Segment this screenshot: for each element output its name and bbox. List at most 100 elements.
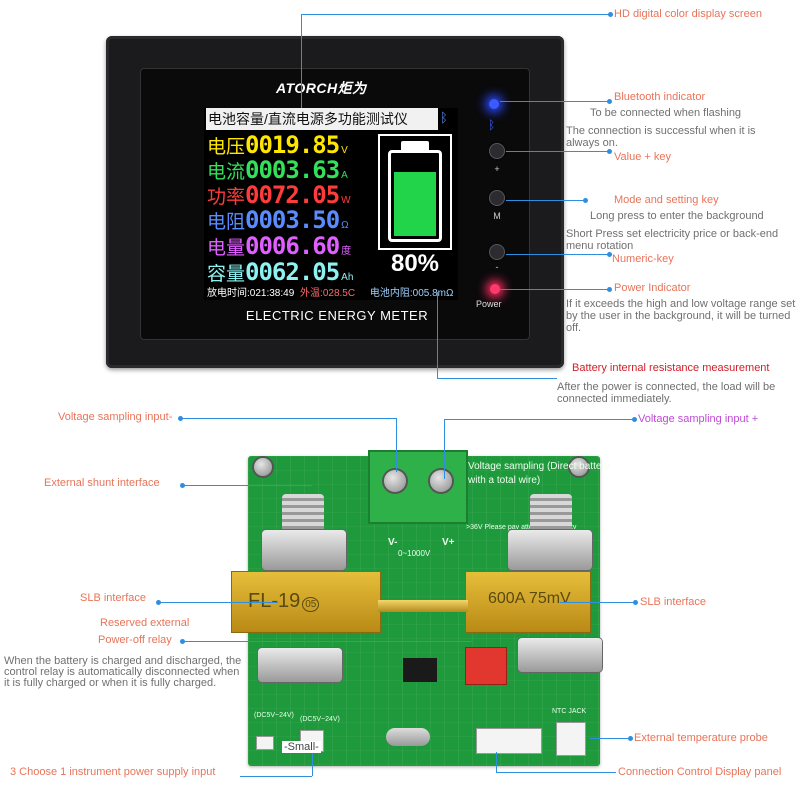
relay-connector — [466, 648, 506, 684]
callout-voltage-plus: Voltage sampling input + — [638, 413, 759, 425]
mode-button[interactable] — [489, 190, 505, 206]
ntc-connector — [556, 722, 586, 756]
callout-dot — [607, 149, 612, 154]
shunt-bar — [378, 600, 468, 612]
left-lower-nut — [258, 648, 342, 682]
callout-external-shunt: External shunt interface — [44, 477, 160, 489]
reading-unit: Ω — [341, 220, 349, 231]
reading-label: 电量 — [207, 238, 246, 259]
callout-hd-display: HD digital color display screen — [614, 8, 762, 20]
callout-line — [444, 419, 634, 420]
callout-line — [496, 772, 616, 773]
callout-line — [301, 14, 611, 15]
callout-dot — [607, 252, 612, 257]
reading-label: 电阻 — [207, 212, 246, 233]
reading-value: 0006.60 — [245, 232, 340, 260]
callout-dot — [180, 639, 185, 644]
left-nut — [262, 530, 346, 570]
callout-line — [312, 746, 313, 776]
callout-dot — [632, 417, 637, 422]
reading-value: 0003.63 — [245, 156, 340, 184]
callout-line — [496, 752, 497, 772]
reading-value: 0003.50 — [245, 206, 340, 234]
minus-button[interactable] — [489, 244, 505, 260]
reading-label: 电流 — [207, 162, 246, 183]
callout-dot — [583, 198, 588, 203]
battery-icon — [388, 150, 442, 242]
battery-icon-cap — [401, 141, 429, 150]
callout-numeric-key: Numeric-key — [612, 253, 674, 265]
callout-line — [240, 776, 312, 777]
callout-power-desc: If it exceeds the high and low voltage r… — [566, 298, 796, 334]
callout-supply-input: 3 Choose 1 instrument power supply input — [10, 766, 216, 778]
callout-mode-desc-1: Long press to enter the background — [590, 210, 764, 222]
status-row: 放电时间:021:38:49 外温:028.5C 电池内阻:005.8mΩ — [207, 284, 453, 299]
reading-unit: A — [341, 170, 348, 181]
plus-button-label: + — [494, 164, 500, 174]
crystal — [386, 728, 430, 746]
battery-fill — [394, 172, 436, 236]
usb-port — [256, 736, 274, 750]
reading-value: 0062.05 — [245, 258, 340, 286]
reading-value: 0072.05 — [245, 181, 340, 209]
corner-screw — [254, 458, 272, 476]
callout-slb-right: SLB interface — [640, 596, 707, 608]
reading-label: 功率 — [207, 187, 246, 208]
reading-unit: V — [341, 145, 348, 156]
voltage-range: 0~1000V — [398, 549, 431, 558]
terminal-screw-minus — [384, 470, 406, 492]
right-lower-nut — [518, 638, 602, 672]
discharge-time: 放电时间:021:38:49 — [207, 288, 295, 299]
callout-voltage-minus: Voltage sampling input- — [58, 411, 173, 423]
callout-line — [182, 485, 312, 486]
callout-value-plus: Value + key — [614, 151, 671, 163]
callout-line — [444, 419, 445, 479]
screen-bluetooth-icon: ᛒ — [440, 110, 448, 125]
callout-dot — [607, 287, 612, 292]
callout-line — [506, 200, 586, 201]
callout-dot — [607, 99, 612, 104]
callout-dot — [178, 416, 183, 421]
callout-line — [500, 101, 610, 102]
callout-line — [437, 378, 557, 379]
callout-line — [158, 602, 278, 603]
plus-button[interactable] — [489, 143, 505, 159]
callout-relay-desc: When the battery is charged and discharg… — [4, 655, 242, 689]
callout-dot — [156, 600, 161, 605]
power-label: Power — [476, 299, 502, 309]
callout-power-off-relay: Power-off relay — [98, 634, 172, 646]
callout-internal-resistance: Battery internal resistance measurement — [572, 362, 770, 374]
terminal-screw-plus — [430, 470, 452, 492]
callout-dot — [628, 736, 633, 741]
callout-bluetooth-desc-2: The connection is successful when it is … — [566, 125, 756, 149]
callout-bluetooth-indicator: Bluetooth indicator — [614, 91, 706, 103]
safety-warning: >36V Please pay attention to safety — [466, 524, 577, 531]
reading-label: 容量 — [207, 264, 246, 285]
reading-unit: 度 — [341, 246, 352, 257]
right-nut — [508, 530, 592, 570]
callout-bluetooth-desc-1: To be connected when flashing — [590, 107, 742, 119]
callout-line — [396, 418, 397, 472]
ic-chip — [403, 658, 437, 682]
callout-line — [506, 254, 610, 255]
callout-temp-probe: External temperature probe — [634, 732, 768, 744]
display-panel-connector — [476, 728, 542, 754]
callout-line — [301, 14, 302, 108]
callout-line — [560, 602, 636, 603]
callout-line — [182, 641, 472, 642]
reading-unit: Ah — [341, 272, 354, 283]
callout-small: -Small- — [282, 741, 321, 753]
callout-display-panel: Connection Control Display panel — [618, 766, 782, 778]
reading-value: 0019.85 — [245, 131, 340, 159]
external-temp: 外温:028.5C — [300, 288, 356, 299]
callout-dot — [608, 12, 613, 17]
power-led — [490, 284, 500, 294]
dc-mid-label: (DC5V~24V) — [300, 716, 340, 723]
